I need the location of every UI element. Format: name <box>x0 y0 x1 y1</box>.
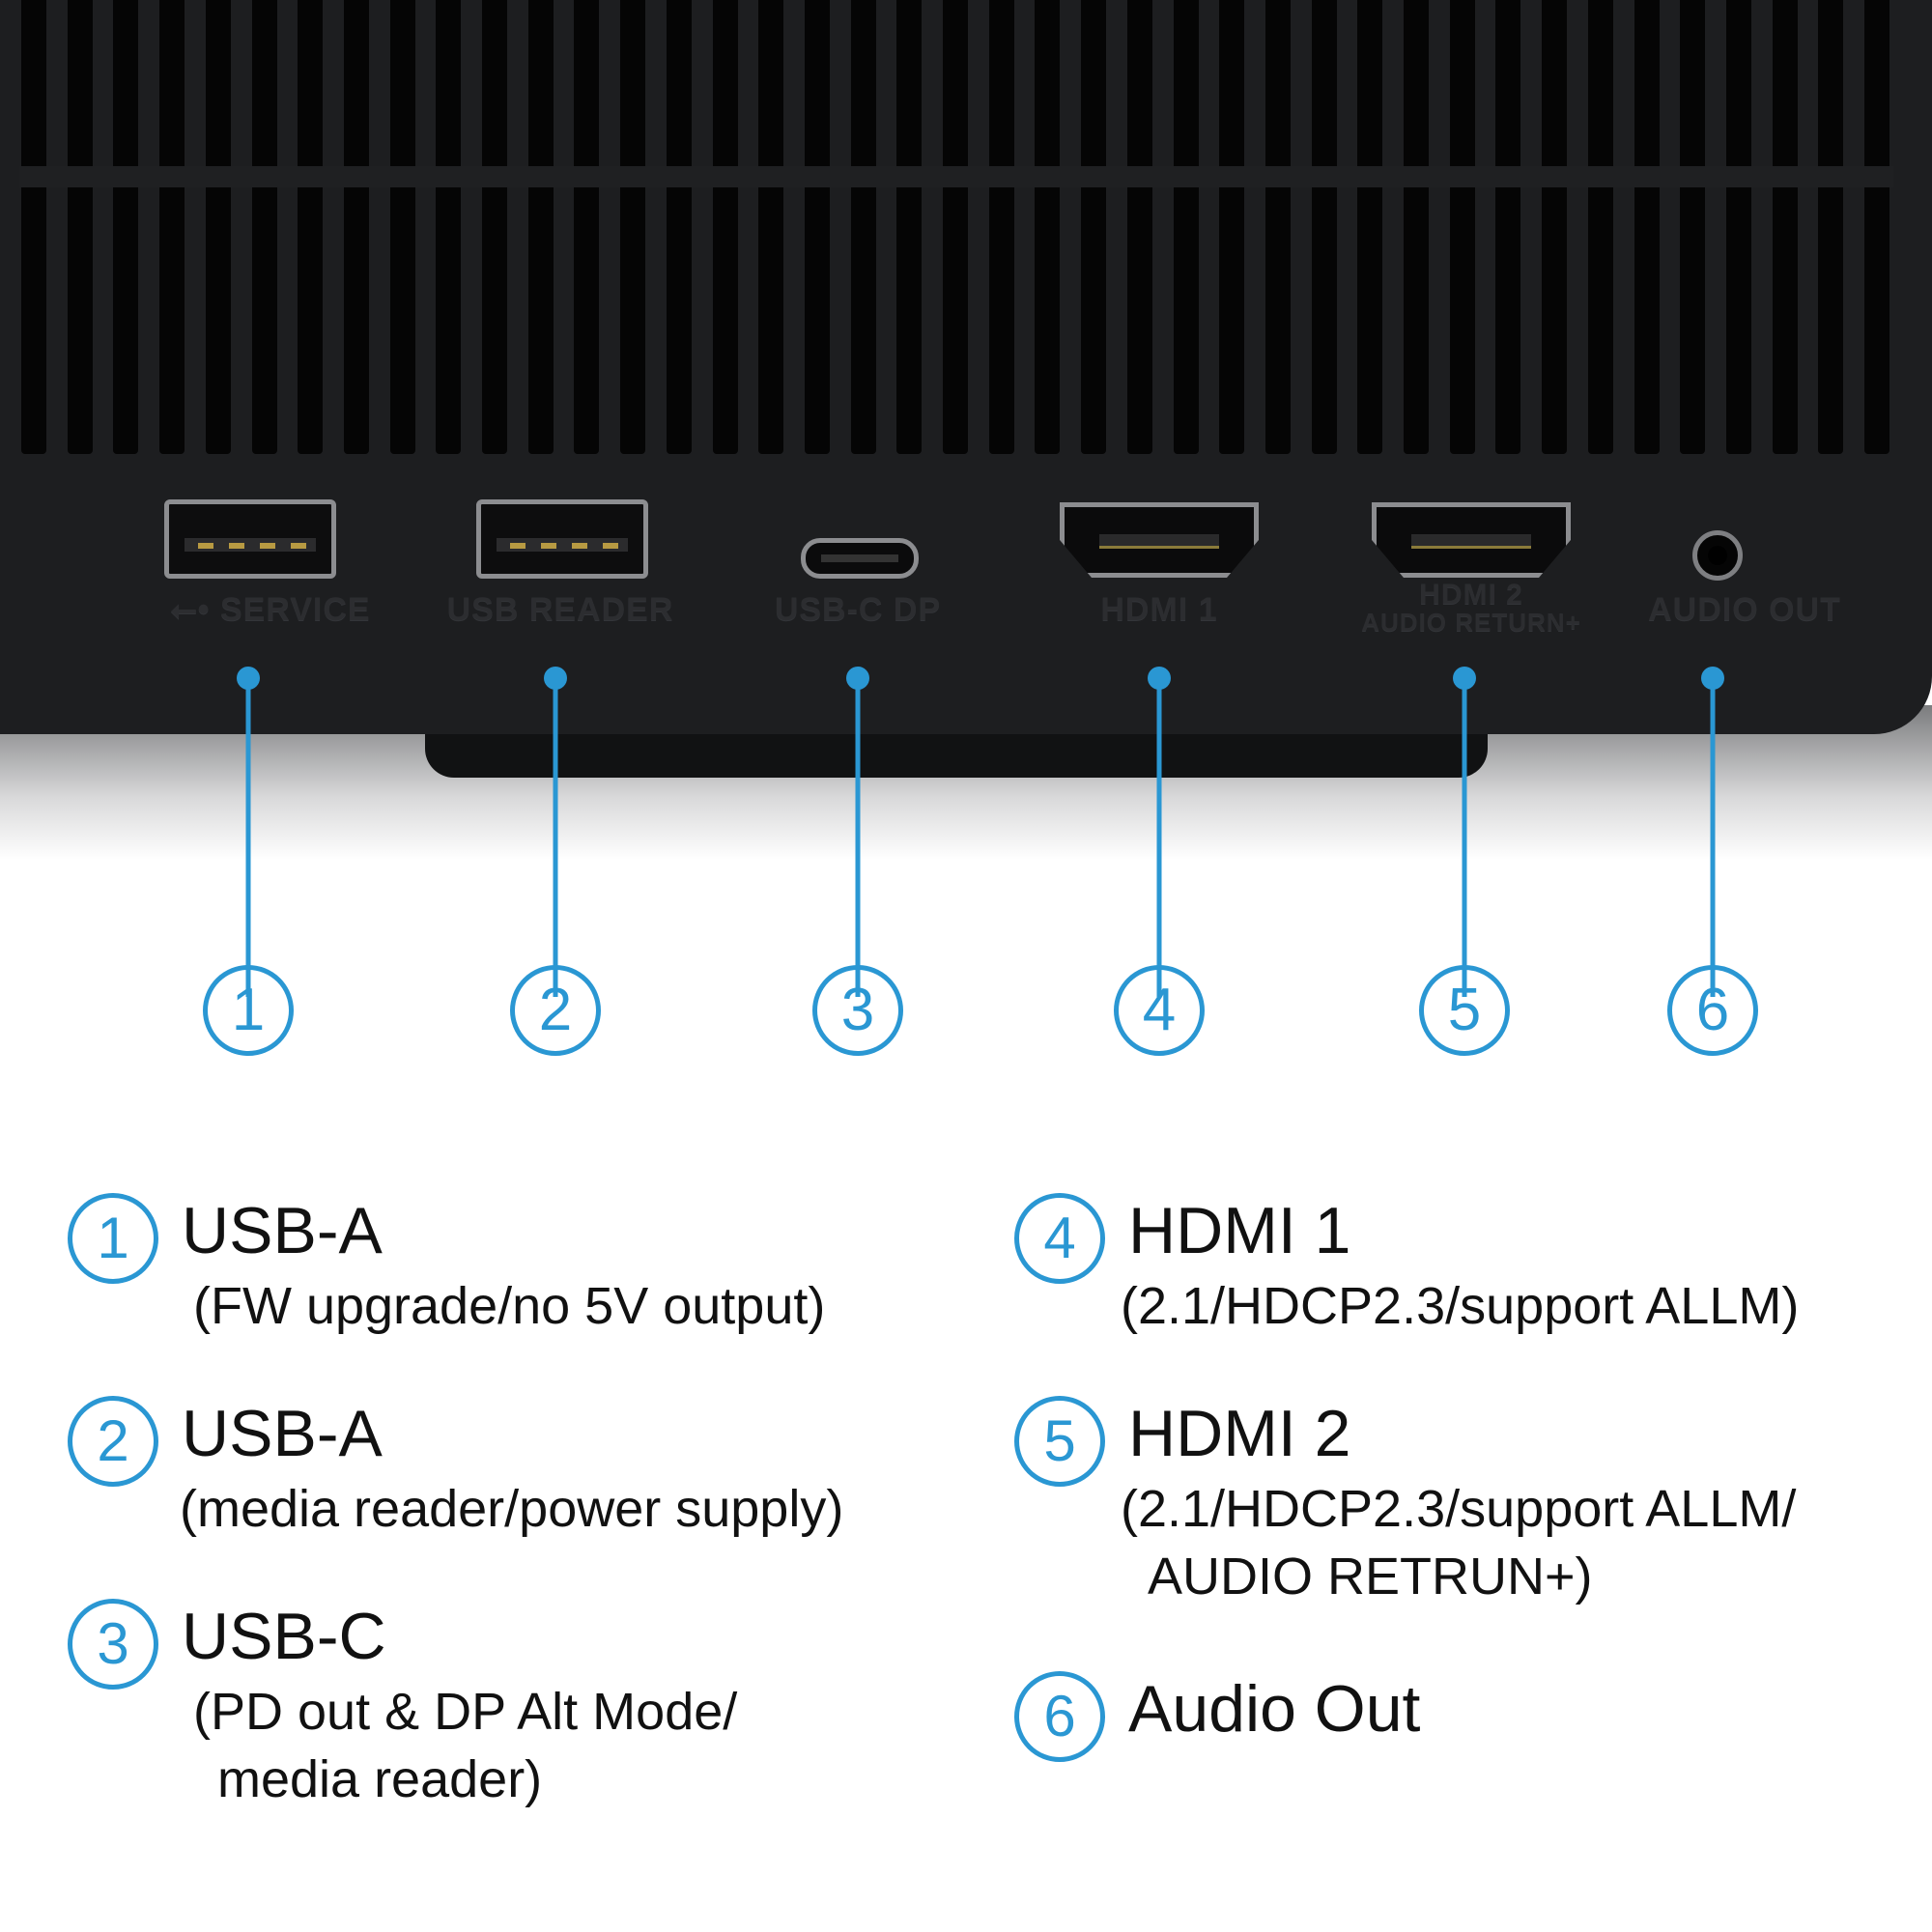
callout-dot-2 <box>544 667 567 690</box>
vent-slot <box>159 0 185 454</box>
vent-slot <box>21 0 46 454</box>
callout-line-4 <box>1156 678 1162 997</box>
vent-slot <box>988 0 1014 454</box>
vent-slot <box>1542 0 1568 454</box>
legend-detail-1: (FW upgrade/no 5V output) <box>193 1277 826 1335</box>
legend-number-5: 5 <box>1014 1396 1105 1487</box>
callout-number-2: 2 <box>510 965 601 1056</box>
callout-dot-5 <box>1453 667 1476 690</box>
vent-slot <box>113 0 139 454</box>
legend-title-1: USB-A <box>182 1194 383 1267</box>
vent-slot <box>1495 0 1521 454</box>
vent-slot <box>1449 0 1475 454</box>
legend-detail-2: (media reader/power supply) <box>180 1480 844 1538</box>
callout-dot-6 <box>1701 667 1724 690</box>
vent-slot <box>712 0 738 454</box>
vent-crossbar <box>19 166 1893 187</box>
callout-lines: 1 2 3 4 5 6 <box>203 667 1758 1056</box>
legend-detail-5: (2.1/HDCP2.3/support ALLM/ <box>1121 1480 1797 1538</box>
panel-label-usb-reader: USB READER <box>446 591 674 628</box>
callout-line-5 <box>1462 678 1467 997</box>
hdmi-1-port <box>1060 502 1259 578</box>
usb-trident-icon: ⭠• <box>170 591 211 628</box>
vent-slot <box>620 0 646 454</box>
legend-number-4: 4 <box>1014 1193 1105 1284</box>
vent-slot <box>1173 0 1199 454</box>
vent-slot <box>1081 0 1107 454</box>
legend-title-3: USB-C <box>182 1600 386 1673</box>
vent-slot <box>1818 0 1844 454</box>
legend-detail-3-line-2: media reader) <box>217 1750 543 1808</box>
legend-detail-3: (PD out & DP Alt Mode/ <box>193 1683 738 1741</box>
vent-slot <box>666 0 692 454</box>
callout-number-4: 4 <box>1114 965 1205 1056</box>
panel-sublabel-audio-return: AUDIO RETURN+ <box>1361 608 1581 637</box>
vent-slot <box>298 0 324 454</box>
legend-title-5: HDMI 2 <box>1128 1397 1351 1470</box>
vent-slot <box>527 0 554 454</box>
vent-slot <box>1864 0 1889 454</box>
usb-a-reader-port <box>476 499 648 579</box>
legend-number-3: 3 <box>68 1599 158 1690</box>
callout-number-1: 1 <box>203 965 294 1056</box>
vent-slot <box>1264 0 1291 454</box>
callout-number-5: 5 <box>1419 965 1510 1056</box>
callout-dot-3 <box>846 667 869 690</box>
legend-title-4: HDMI 1 <box>1128 1194 1351 1267</box>
vent-slot <box>1404 0 1429 454</box>
usb-c-dp-port <box>801 538 919 579</box>
vent-slot <box>758 0 784 454</box>
legend-title-6: Audio Out <box>1128 1672 1421 1746</box>
vent-slot <box>1634 0 1660 454</box>
vent-slot <box>1035 0 1061 454</box>
vent-slot <box>850 0 876 454</box>
panel-label-usb-c-dp: USB-C DP <box>774 591 942 628</box>
panel-label-audio-out: AUDIO OUT <box>1648 591 1841 628</box>
vent-slot <box>67 0 93 454</box>
device-back-panel: ⭠• SERVICE USB READER USB-C DP HDMI 1 HD… <box>0 0 1932 869</box>
callout-dot-4 <box>1148 667 1171 690</box>
vent-slot <box>1587 0 1613 454</box>
vent-slot <box>1219 0 1245 454</box>
callout-line-1 <box>245 678 251 997</box>
panel-label-service: ⭠• SERVICE <box>170 591 371 628</box>
panel-label-hdmi-2: HDMI 2 AUDIO RETURN+ <box>1361 579 1581 637</box>
hdmi-2-port <box>1372 502 1571 578</box>
callout-number-6: 6 <box>1667 965 1758 1056</box>
legend-number-6: 6 <box>1014 1671 1105 1762</box>
legend-number-2: 2 <box>68 1396 158 1487</box>
vent-slot <box>1357 0 1383 454</box>
legend-title-2: USB-A <box>182 1397 383 1470</box>
vent-slot <box>436 0 462 454</box>
vent-slot <box>389 0 415 454</box>
legend-number-1: 1 <box>68 1193 158 1284</box>
panel-label-hdmi-1: HDMI 1 <box>1100 591 1218 628</box>
vent-slot <box>896 0 923 454</box>
vent-slot <box>343 0 369 454</box>
vent-slot <box>574 0 600 454</box>
vent-slot <box>804 0 830 454</box>
vent-slot <box>1311 0 1337 454</box>
vent-slot <box>1126 0 1152 454</box>
vent-slot <box>1725 0 1751 454</box>
audio-out-jack <box>1692 530 1743 581</box>
vent-slot <box>251 0 277 454</box>
vent-slot <box>1772 0 1798 454</box>
vent-slot <box>205 0 231 454</box>
callout-line-3 <box>855 678 861 997</box>
usb-a-service-port <box>164 499 336 579</box>
legend-detail-4: (2.1/HDCP2.3/support ALLM) <box>1121 1277 1800 1335</box>
legend-detail-5-line-2: AUDIO RETRUN+) <box>1148 1548 1593 1605</box>
callout-line-2 <box>553 678 558 997</box>
vent-slot <box>943 0 968 454</box>
callout-dot-1 <box>237 667 260 690</box>
callout-line-6 <box>1710 678 1716 997</box>
callout-number-3: 3 <box>812 965 903 1056</box>
vent-slot <box>1680 0 1706 454</box>
vent-slot <box>482 0 507 454</box>
